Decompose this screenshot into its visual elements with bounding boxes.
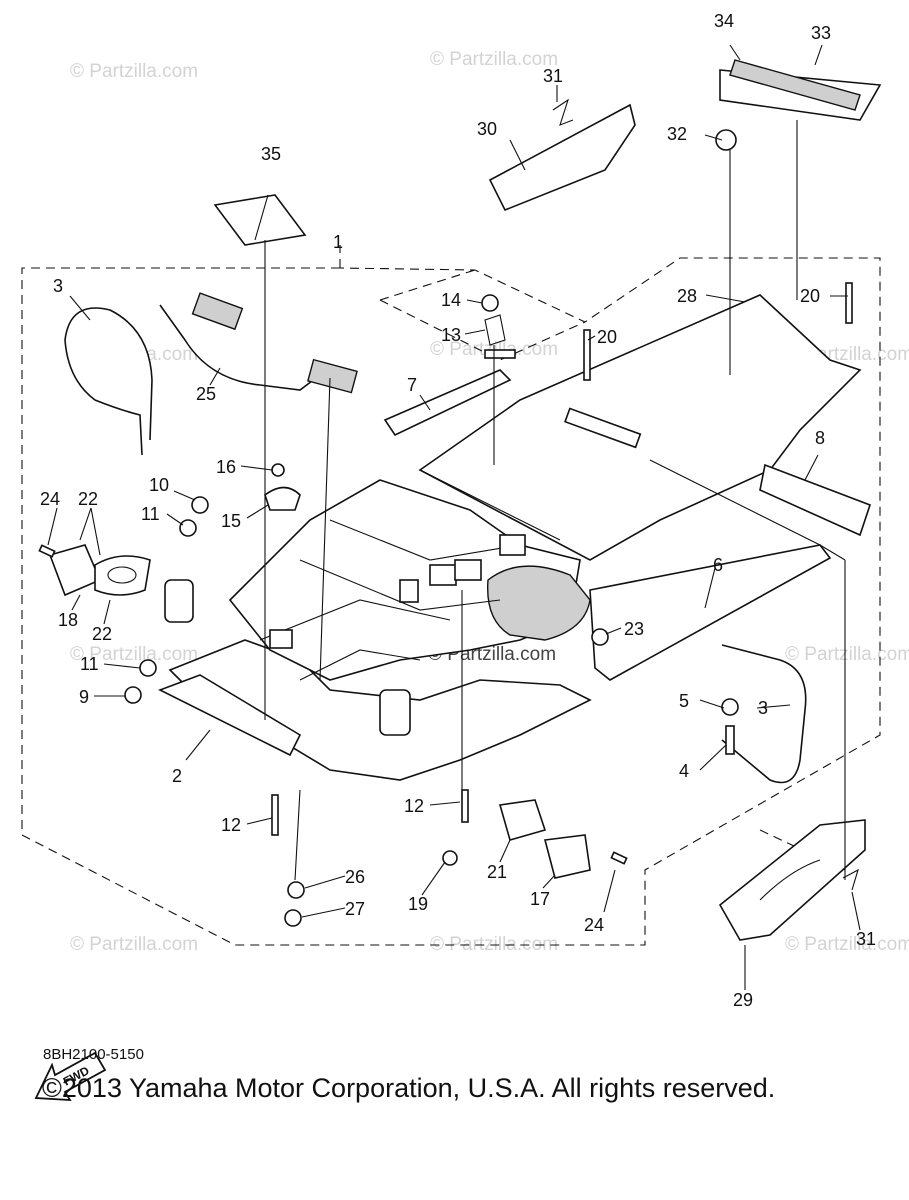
callout-11-lower: 11: [80, 654, 99, 674]
callout-18: 18: [58, 610, 78, 630]
callout-24-left: 24: [40, 489, 60, 509]
copyright-notice: ©2013 Yamaha Motor Corporation, U.S.A. A…: [42, 1073, 776, 1103]
tank-block: [486, 565, 591, 641]
callout-15: 15: [221, 511, 241, 531]
watermark: © Partzilla.com: [70, 61, 198, 82]
callout-34: 34: [714, 11, 734, 31]
watermark: © Partzilla.com: [785, 934, 909, 955]
callout-20-left: 20: [597, 327, 617, 347]
callout-10: 10: [149, 475, 169, 495]
callout-7: 7: [407, 375, 417, 395]
callout-4: 4: [679, 761, 689, 781]
callout-3-right: 3: [758, 698, 768, 718]
watermark: © Partzilla.com: [430, 49, 558, 70]
callout-22-upper: 22: [78, 489, 98, 509]
callout-8: 8: [815, 428, 825, 448]
callout-35: 35: [261, 144, 281, 164]
callout-31-top: 31: [543, 66, 563, 86]
callout-11-upper: 11: [141, 504, 160, 524]
loose-parts: [38, 59, 882, 941]
callout-29: 29: [733, 990, 753, 1010]
callout-9: 9: [79, 687, 89, 707]
callout-6: 6: [713, 555, 723, 575]
callout-2: 2: [172, 766, 182, 786]
callout-22-lower: 22: [92, 624, 112, 644]
callout-31-bottom: 31: [856, 929, 876, 949]
callout-19: 19: [408, 894, 428, 914]
leader-lines: [47, 44, 861, 990]
callout-21: 21: [487, 862, 507, 882]
callout-28: 28: [677, 286, 697, 306]
callout-25: 25: [196, 384, 216, 404]
diagram-code: 8BH2100-5150: [43, 1046, 144, 1063]
callout-24-right: 24: [584, 915, 604, 935]
callout-labels: 1 2 3 3 4 5 6 7 8 9 10 11 11 12 12 13 14…: [40, 11, 876, 1010]
callout-26: 26: [345, 867, 365, 887]
callout-33: 33: [811, 23, 831, 43]
callout-12-right: 12: [404, 796, 424, 816]
callout-27: 27: [345, 899, 365, 919]
callout-20-right: 20: [800, 286, 820, 306]
watermark: © Partzilla.com: [70, 934, 198, 955]
watermark: © Partzilla.com: [70, 644, 198, 665]
callout-14: 14: [441, 290, 461, 310]
callout-3-left: 3: [53, 276, 63, 296]
callout-5: 5: [679, 691, 689, 711]
callout-32: 32: [667, 124, 687, 144]
callout-13: 13: [441, 325, 461, 345]
callout-23: 23: [624, 619, 644, 639]
callout-30: 30: [477, 119, 497, 139]
callout-17: 17: [530, 889, 550, 909]
callout-1: 1: [333, 232, 343, 252]
watermark: © Partzilla.com: [785, 644, 909, 665]
callout-16: 16: [216, 457, 236, 477]
callout-12-left: 12: [221, 815, 241, 835]
frame-illustration: [158, 294, 872, 781]
